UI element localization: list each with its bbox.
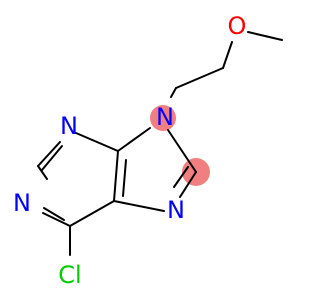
bond-o-ch3 [247,31,283,41]
bond-n9-ch2 [170,87,177,98]
atom-cl: Cl [58,261,81,289]
bond-c6-n1-double [43,207,65,221]
bond-n9-c8 [167,129,197,173]
molecule-canvas: N N N N O Cl [13,12,283,289]
bond-c8-n7 [179,171,197,198]
atom-n3: N [60,112,78,140]
bond-c4-c5 [113,150,119,202]
atom-n1: N [13,189,31,217]
bonds [37,31,283,256]
bond-n7-c5 [113,200,165,212]
molecule-structure: N N N N O Cl [13,12,283,289]
bond-c4-n9 [117,127,151,152]
bond-c5-c6 [69,200,115,227]
bond-ch2-o [222,41,233,69]
bond-c6-n1 [42,212,71,227]
bond-c4-c5-double [122,159,127,197]
atom-n9: N [156,103,174,131]
atom-n7: N [167,196,185,224]
bond-c2-n3 [37,141,61,167]
atom-o: O [228,12,247,40]
bond-n3-c4 [75,132,119,152]
bond-c2-n3-double [41,145,63,171]
bond-n1-c2a [37,165,48,180]
bond-ch2-ch2 [175,67,224,89]
highlight-n9 [150,105,176,131]
bond-c8-n7-double [173,166,189,188]
